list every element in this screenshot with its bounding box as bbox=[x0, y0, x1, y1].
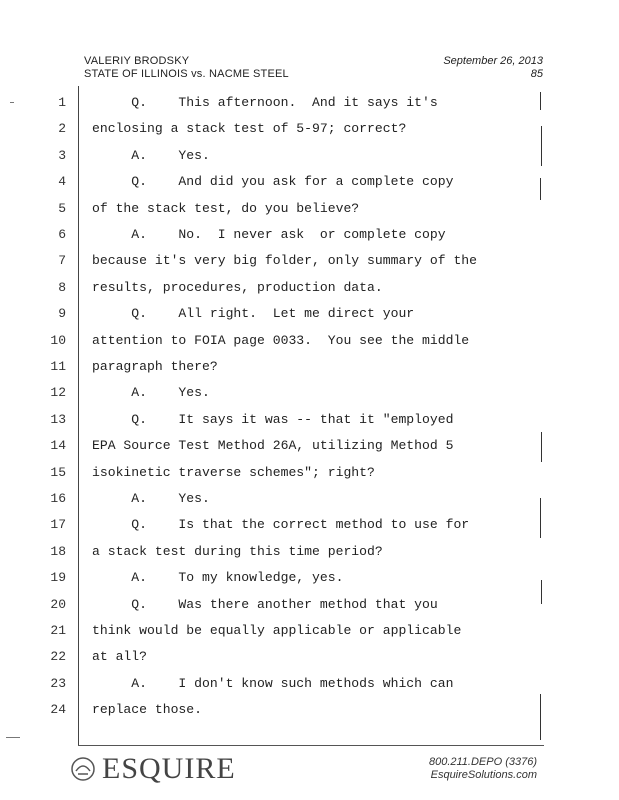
line-text: results, procedures, production data. bbox=[92, 279, 383, 295]
transcript-line: 17 Q. Is that the correct method to use … bbox=[0, 512, 619, 538]
line-number: 21 bbox=[50, 623, 66, 638]
line-text: Q. All right. Let me direct your bbox=[92, 306, 415, 322]
line-number: 19 bbox=[50, 570, 66, 586]
line-text: of the stack test, do you believe? bbox=[92, 200, 360, 216]
transcript-line: 24 replace those. bbox=[0, 697, 619, 723]
esquire-logo: ESQUIRE bbox=[70, 752, 236, 786]
line-number: 20 bbox=[50, 596, 66, 612]
line-number: 15 bbox=[50, 464, 66, 480]
line-text: A. To my knowledge, yes. bbox=[92, 570, 344, 586]
line-number: 1 bbox=[58, 95, 66, 110]
line-number: 24 bbox=[50, 702, 66, 718]
line-text: paragraph there? bbox=[92, 359, 218, 374]
line-text: think would be equally applicable or app… bbox=[92, 623, 462, 638]
transcript-line: 6 A. No. I never ask or complete copy bbox=[0, 222, 619, 248]
line-text: because it's very big folder, only summa… bbox=[92, 253, 478, 269]
bottom-rule bbox=[78, 745, 544, 746]
line-text: EPA Source Test Method 26A, utilizing Me… bbox=[92, 438, 454, 454]
line-number: 4 bbox=[58, 174, 66, 190]
line-number: 2 bbox=[58, 121, 66, 137]
transcript-line: 10 attention to FOIA page 0033. You see t… bbox=[0, 328, 619, 354]
right-margin-mark bbox=[540, 92, 541, 110]
line-number: 13 bbox=[50, 411, 66, 427]
line-number: 5 bbox=[58, 200, 66, 216]
line-number: 3 bbox=[58, 147, 66, 163]
transcript-line: 19 A. To my knowledge, yes. bbox=[0, 565, 619, 591]
line-text: A. No. I never ask or complete copy bbox=[92, 227, 446, 242]
line-number: 8 bbox=[58, 279, 66, 295]
footer-website: EsquireSolutions.com bbox=[430, 769, 537, 781]
case-title: STATE OF ILLINOIS vs. NACME STEEL bbox=[84, 68, 289, 80]
line-text: A. I don't know such methods which can bbox=[92, 675, 454, 691]
transcript-line: 3 A. Yes. bbox=[0, 143, 619, 169]
line-text: at all? bbox=[92, 649, 148, 665]
line-number: 16 bbox=[50, 491, 66, 506]
transcript-line: 22 at all? bbox=[0, 644, 619, 670]
right-margin-mark bbox=[541, 580, 542, 604]
line-text: isokinetic traverse schemes"; right? bbox=[92, 464, 375, 480]
left-margin-rule bbox=[78, 86, 79, 746]
line-text: A. Yes. bbox=[92, 491, 210, 506]
line-text: Q. This afternoon. And it says it's bbox=[92, 95, 438, 110]
right-margin-mark bbox=[540, 178, 541, 200]
page-footer-right: 800.211.DEPO (3376) EsquireSolutions.com bbox=[429, 756, 537, 782]
line-number: 22 bbox=[50, 649, 66, 665]
line-text: a stack test during this time period? bbox=[92, 543, 383, 559]
page-number: 85 bbox=[530, 68, 543, 80]
transcript-line: 13 Q. It says it was -- that it "employe… bbox=[0, 407, 619, 433]
line-text: Q. And did you ask for a complete copy bbox=[92, 174, 454, 190]
line-text: A. Yes. bbox=[92, 385, 210, 401]
footer-phone: 800.211.DEPO (3376) bbox=[428, 756, 537, 768]
deposition-date: September 26, 2013 bbox=[443, 55, 543, 67]
transcript-line: 8 results, procedures, production data. bbox=[0, 275, 619, 301]
transcript-line: 11 paragraph there? bbox=[0, 354, 619, 380]
line-text: attention to FOIA page 0033. You see the… bbox=[92, 332, 470, 348]
right-margin-mark bbox=[541, 126, 542, 166]
line-number: 18 bbox=[50, 543, 66, 559]
transcript-line: 5 of the stack test, do you believe? bbox=[0, 196, 619, 222]
transcript-line: 1 Q. This afternoon. And it says it's bbox=[0, 90, 619, 116]
line-number: 12 bbox=[50, 385, 66, 401]
line-text: A. Yes. bbox=[92, 147, 210, 163]
scan-speck bbox=[6, 737, 20, 738]
line-number: 6 bbox=[58, 227, 66, 242]
transcript-line: 16 A. Yes. bbox=[0, 486, 619, 512]
line-text: Q. Was there another method that you bbox=[92, 596, 438, 612]
line-number: 10 bbox=[50, 332, 66, 348]
transcript-line: 9 Q. All right. Let me direct your bbox=[0, 301, 619, 327]
transcript-line: 12 A. Yes. bbox=[0, 380, 619, 406]
transcript-line: 14 EPA Source Test Method 26A, utilizing … bbox=[0, 433, 619, 459]
scan-speck bbox=[10, 102, 14, 103]
transcript-line: 21 think would be equally applicable or a… bbox=[0, 618, 619, 644]
transcript-line: 23 A. I don't know such methods which ca… bbox=[0, 671, 619, 697]
line-number: 23 bbox=[50, 675, 66, 691]
transcript-line: 4 Q. And did you ask for a complete copy bbox=[0, 169, 619, 195]
line-text: Q. It says it was -- that it "employed bbox=[92, 411, 454, 427]
transcript-line: 7 because it's very big folder, only summ… bbox=[0, 248, 619, 274]
transcript-line: 18 a stack test during this time period? bbox=[0, 539, 619, 565]
line-text: replace those. bbox=[92, 702, 203, 718]
line-text: enclosing a stack test of 5-97; correct? bbox=[92, 121, 407, 137]
line-number: 7 bbox=[58, 253, 66, 269]
line-number: 9 bbox=[58, 306, 66, 322]
right-margin-mark bbox=[540, 694, 541, 740]
right-margin-mark bbox=[541, 432, 542, 462]
transcript-line: 2 enclosing a stack test of 5-97; correct… bbox=[0, 116, 619, 142]
line-number: 11 bbox=[50, 359, 66, 374]
esquire-emblem-icon bbox=[71, 757, 95, 781]
logo-wordmark: ESQUIRE bbox=[102, 752, 236, 785]
right-margin-mark bbox=[540, 498, 541, 538]
transcript-line: 15 isokinetic traverse schemes"; right? bbox=[0, 460, 619, 486]
page-header-left: VALERIY BRODSKY STATE OF ILLINOIS vs. NA… bbox=[84, 55, 289, 81]
line-number: 14 bbox=[50, 438, 66, 454]
page-header-right: September 26, 2013 85 bbox=[443, 55, 543, 81]
transcript-line: 20 Q. Was there another method that you bbox=[0, 592, 619, 618]
line-number: 17 bbox=[50, 517, 66, 533]
deponent-name: VALERIY BRODSKY bbox=[84, 55, 190, 67]
line-text: Q. Is that the correct method to use for bbox=[92, 517, 470, 533]
